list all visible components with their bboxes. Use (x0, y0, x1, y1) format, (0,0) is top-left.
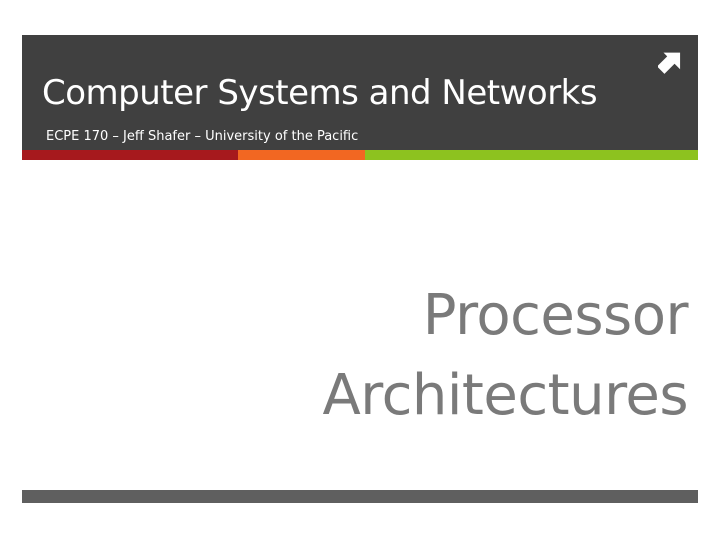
slide-title: Processor Architectures (322, 276, 688, 436)
accent-stripe-orange (238, 150, 365, 160)
header-banner: Computer Systems and Networks ECPE 170 –… (22, 35, 698, 150)
slide-title-line-1: Processor (422, 283, 689, 348)
arrow-up-right-icon (658, 52, 681, 74)
slide-title-line-2: Architectures (322, 363, 688, 428)
course-title: Computer Systems and Networks (42, 73, 598, 113)
accent-stripe-red (22, 150, 238, 160)
course-subtitle: ECPE 170 – Jeff Shafer – University of t… (46, 129, 359, 144)
footer-bar (22, 490, 698, 503)
accent-stripe-green (365, 150, 698, 160)
